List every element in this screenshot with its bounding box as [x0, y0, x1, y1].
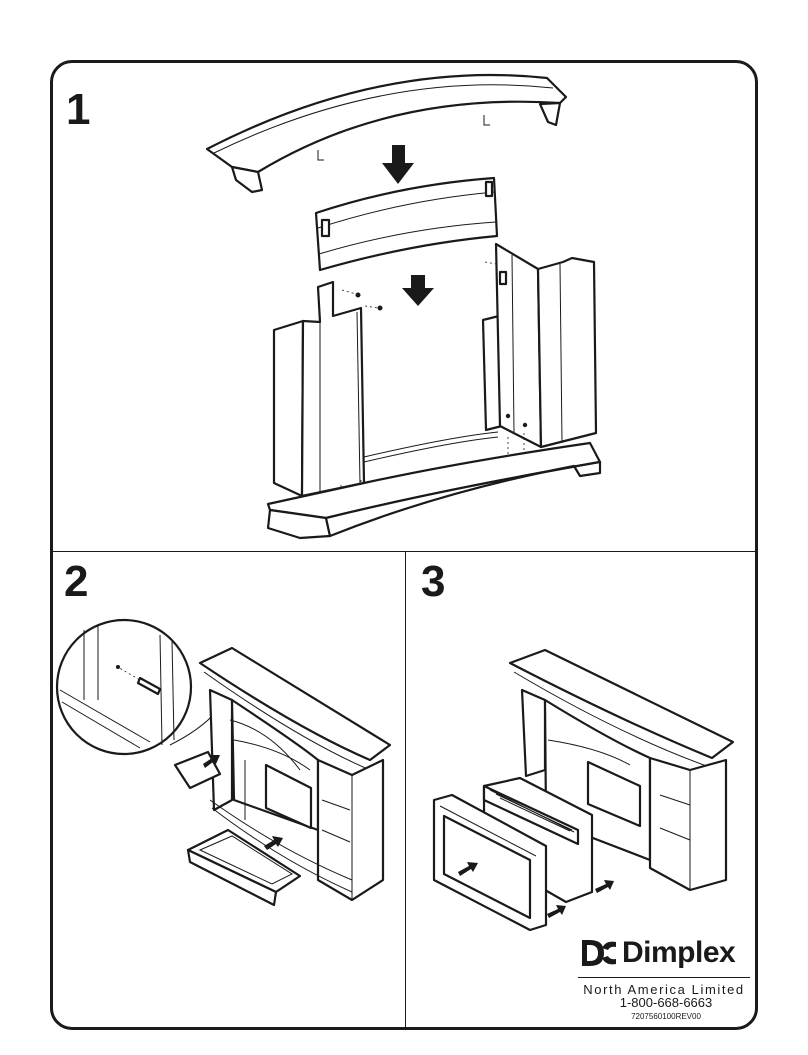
- support-phone: 1-800-668-6663: [619, 995, 713, 1010]
- trim-frame: [432, 793, 548, 932]
- dimplex-dc-logo-icon: [582, 940, 616, 966]
- left-side-cabinet: [272, 280, 366, 498]
- insert-arrow-icon: [547, 905, 566, 918]
- down-arrow-icon: [382, 145, 414, 184]
- panel-divider-horizontal: [52, 551, 756, 552]
- brand-block: Dimplex North America Limited: [578, 931, 750, 997]
- mantle-assembly: [198, 646, 392, 902]
- insert-arrow-icon: [203, 755, 220, 768]
- step-3-illustration: [432, 648, 735, 932]
- mantle-base: [266, 431, 602, 540]
- brand-logo-row: Dimplex: [578, 931, 750, 975]
- electric-firebox: [482, 776, 594, 904]
- mantle-back-panel: [314, 176, 499, 272]
- brand-name: Dimplex: [622, 936, 736, 969]
- hearth-panel: [186, 828, 302, 907]
- brand-subtitle: North America Limited: [583, 982, 745, 997]
- step-1-number: 1: [66, 85, 91, 134]
- step-1-illustration: [205, 73, 602, 540]
- step-3-number: 3: [421, 557, 446, 606]
- brand-divider: [578, 977, 750, 978]
- part-number: 7207560100REV00: [631, 1012, 701, 1021]
- step-2-illustration: [55, 618, 392, 907]
- magnified-detail: [55, 618, 217, 756]
- insert-arrow-icon: [458, 862, 478, 876]
- screw-icon: [341, 261, 517, 311]
- instruction-frame: [50, 60, 758, 1030]
- insert-arrow-icon: [595, 880, 614, 893]
- down-arrow-icon: [402, 275, 434, 306]
- right-side-cabinet: [481, 242, 598, 449]
- mantle-top-shelf: [205, 73, 568, 194]
- panel-divider-vertical: [405, 551, 406, 1028]
- step-2-number: 2: [64, 557, 89, 606]
- insert-arrow-icon: [264, 836, 283, 850]
